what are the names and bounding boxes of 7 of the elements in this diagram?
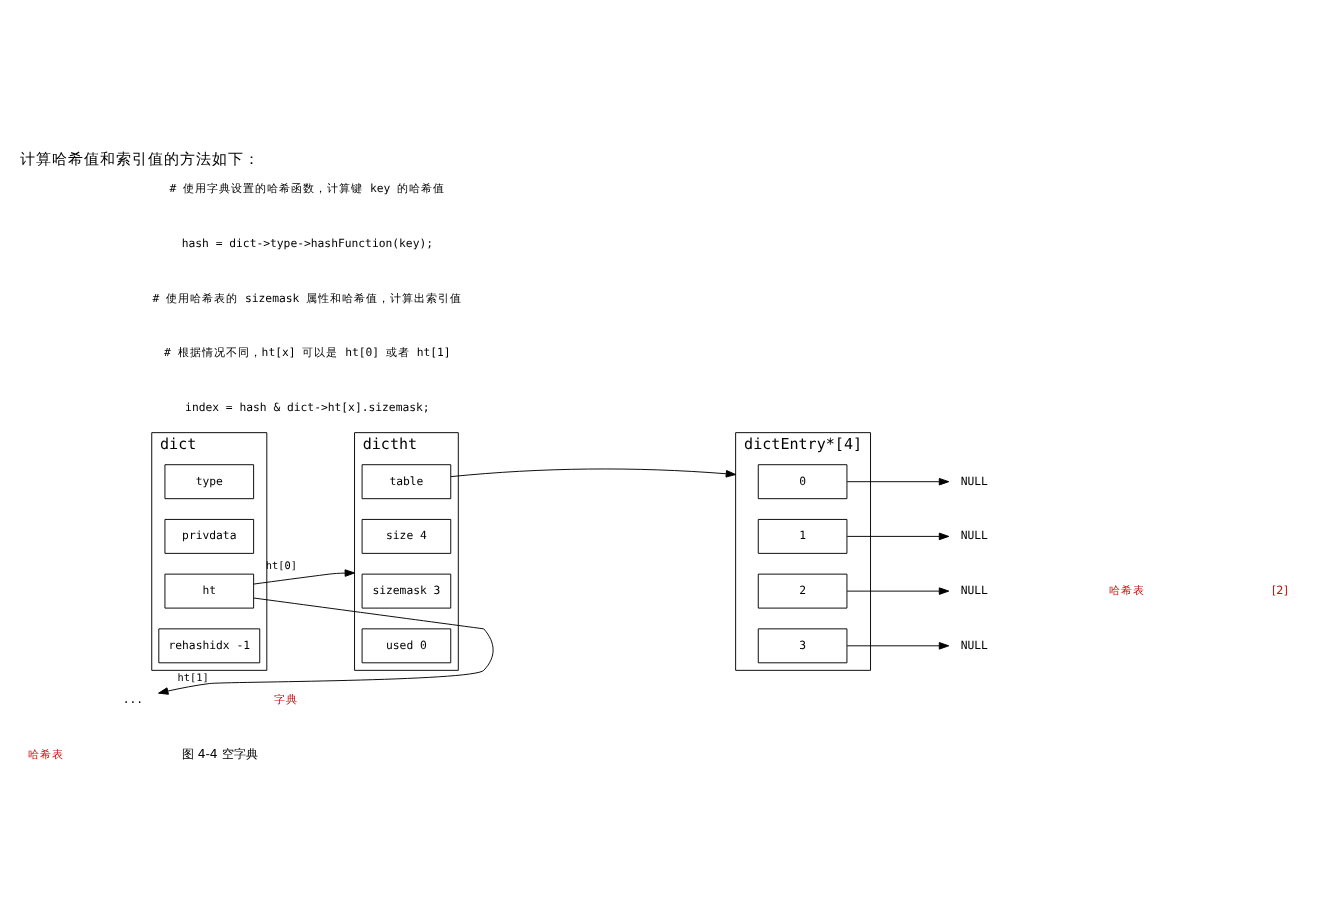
arrow <box>450 467 737 477</box>
arrow <box>846 641 950 649</box>
arrow <box>253 568 356 584</box>
arrow <box>846 531 950 540</box>
arrow <box>158 596 494 694</box>
arrow <box>846 586 950 594</box>
arrow <box>846 476 950 485</box>
